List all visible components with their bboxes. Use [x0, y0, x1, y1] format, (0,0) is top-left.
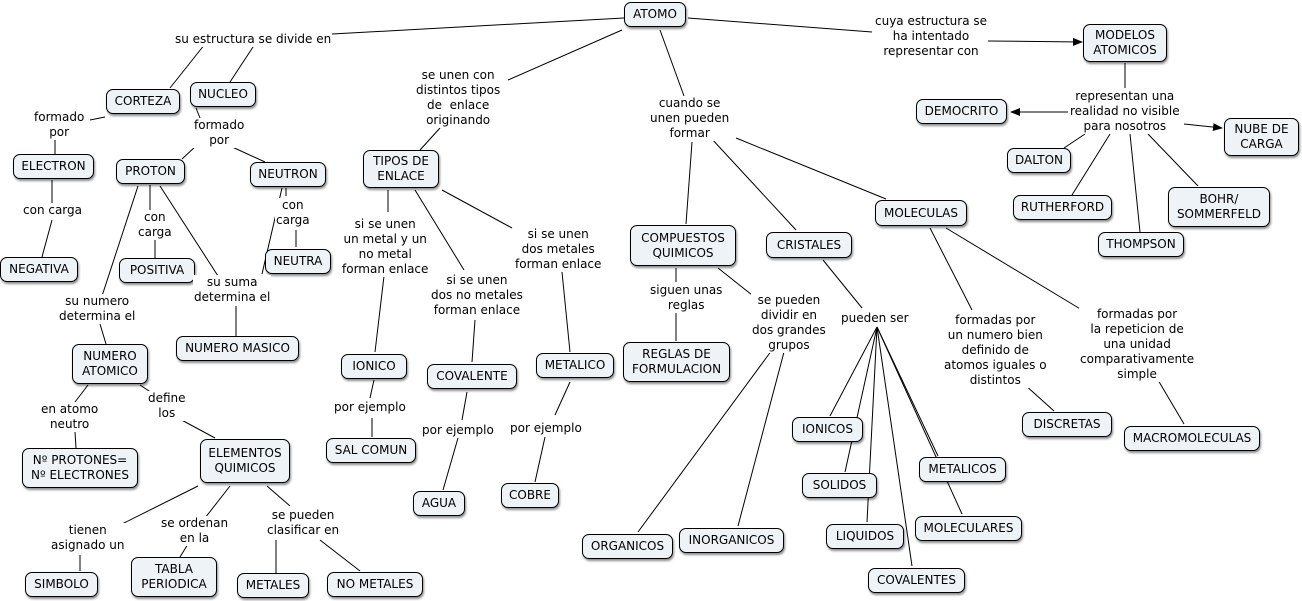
link-define-los: define los: [147, 391, 187, 421]
link-se-ordenan: se ordenan en la: [160, 516, 230, 546]
node-tabla-periodica[interactable]: TABLA PERIODICA: [131, 557, 217, 597]
node-macromoleculas[interactable]: MACROMOLECULAS: [1124, 426, 1260, 451]
node-corteza[interactable]: CORTEZA: [106, 89, 180, 114]
node-liquidos[interactable]: LIQUIDOS: [826, 524, 904, 549]
node-proton[interactable]: PROTON: [116, 159, 185, 184]
node-numero-atomico[interactable]: NUMERO ATOMICO: [72, 344, 148, 384]
node-thompson[interactable]: THOMPSON: [1098, 232, 1184, 257]
node-discretas[interactable]: DISCRETAS: [1022, 412, 1112, 437]
node-dalton[interactable]: DALTON: [1007, 148, 1071, 173]
node-electron[interactable]: ELECTRON: [13, 154, 94, 179]
node-covalente[interactable]: COVALENTE: [427, 364, 517, 389]
node-elementos-quimicos[interactable]: ELEMENTOS QUIMICOS: [200, 439, 290, 483]
node-nube-de-carga[interactable]: NUBE DE CARGA: [1224, 118, 1299, 156]
link-cuya-estructura: cuya estructura se ha intentado represen…: [874, 14, 988, 59]
node-reglas-de-formulacion[interactable]: REGLAS DE FORMULACION: [623, 342, 730, 382]
node-moleculares[interactable]: MOLECULARES: [915, 516, 1022, 541]
link-su-suma: su suma determina el: [193, 275, 272, 305]
link-formadas-numero: formadas por un numero bien definido de …: [943, 313, 1048, 388]
link-con-carga-electron: con carga: [22, 203, 84, 218]
link-por-ejemplo-ionico: por ejemplo: [333, 400, 407, 415]
link-si-dos-metales: si se unen dos metales forman enlace: [514, 227, 603, 272]
node-moleculas[interactable]: MOLECULAS: [875, 200, 967, 226]
node-compuestos-quimicos[interactable]: COMPUESTOS QUIMICOS: [630, 225, 736, 266]
node-ionico[interactable]: IONICO: [341, 354, 407, 379]
node-inorganicos[interactable]: INORGANICOS: [679, 528, 784, 553]
node-bohr-sommerfeld[interactable]: BOHR/ SOMMERFELD: [1168, 187, 1270, 227]
link-si-dos-no-metales: si se unen dos no metales forman enlace: [430, 273, 524, 318]
node-negativa[interactable]: NEGATIVA: [0, 257, 78, 282]
node-metales[interactable]: METALES: [237, 573, 309, 598]
node-neutra[interactable]: NEUTRA: [265, 249, 331, 274]
link-formadas-repeticion: formadas por la repeticion de una unidad…: [1079, 307, 1196, 382]
link-tienen-asignado: tienen asignado un: [50, 523, 126, 553]
node-ionicos[interactable]: IONICOS: [792, 417, 863, 442]
link-se-unen: se unen con distintos tipos de enlace or…: [415, 68, 502, 128]
node-cristales[interactable]: CRISTALES: [766, 232, 852, 258]
link-con-carga-neutron: con carga: [275, 198, 311, 228]
node-metalico[interactable]: METALICO: [536, 353, 614, 378]
node-covalentes[interactable]: COVALENTES: [868, 568, 965, 593]
node-democrito[interactable]: DEMOCRITO: [916, 99, 1007, 124]
node-organicos[interactable]: ORGANICOS: [582, 534, 673, 559]
node-agua[interactable]: AGUA: [413, 491, 465, 516]
link-se-pueden-dividir: se pueden dividir en dos grandes grupos: [751, 293, 827, 353]
node-positiva[interactable]: POSITIVA: [119, 258, 195, 283]
link-formado-por-corteza: formado por: [33, 110, 86, 140]
node-nucleo[interactable]: NUCLEO: [190, 82, 256, 107]
node-tipos-de-enlace[interactable]: TIPOS DE ENLACE: [363, 150, 439, 188]
node-cobre[interactable]: COBRE: [501, 483, 559, 508]
link-se-pueden-clasificar: se pueden clasificar en: [266, 508, 341, 538]
node-modelos-atomicos[interactable]: MODELOS ATOMICOS: [1083, 24, 1167, 62]
node-solidos[interactable]: SOLIDOS: [802, 473, 877, 498]
link-con-carga-proton: con carga: [137, 210, 173, 240]
node-n-protones[interactable]: Nº PROTONES= Nº ELECTRONES: [22, 448, 138, 488]
node-numero-masico[interactable]: NUMERO MASICO: [176, 336, 299, 361]
node-simbolo[interactable]: SIMBOLO: [25, 572, 98, 597]
node-neutron[interactable]: NEUTRON: [250, 162, 326, 187]
node-sal-comun[interactable]: SAL COMUN: [326, 438, 416, 463]
link-por-ejemplo-covalente: por ejemplo: [421, 423, 495, 438]
link-cuando-se-unen: cuando se unen pueden formar: [649, 96, 731, 141]
link-en-atomo-neutro: en atomo neutro: [40, 402, 100, 432]
node-no-metales[interactable]: NO METALES: [327, 572, 423, 597]
link-formado-por-nucleo: formado por: [193, 118, 246, 148]
node-atomo[interactable]: ATOMO: [624, 2, 686, 27]
node-rutherford[interactable]: RUTHERFORD: [1013, 195, 1112, 220]
node-metalicos[interactable]: METALICOS: [919, 457, 1006, 482]
link-siguen-reglas: siguen unas reglas: [649, 283, 724, 313]
link-su-estructura: su estructura se divide en: [174, 32, 333, 47]
link-si-metal-no-metal: si se unen un metal y un no metal forman…: [341, 217, 430, 277]
link-por-ejemplo-metalico: por ejemplo: [509, 421, 583, 436]
link-representan: representan una realidad no visible para…: [1069, 89, 1181, 134]
link-su-numero: su numero determina el: [58, 294, 137, 324]
link-pueden-ser: pueden ser: [840, 311, 910, 326]
